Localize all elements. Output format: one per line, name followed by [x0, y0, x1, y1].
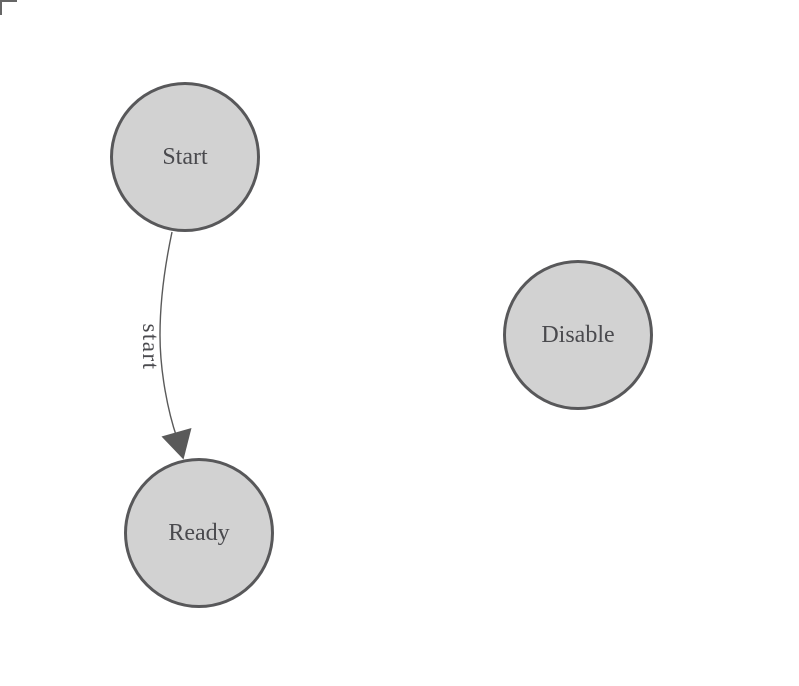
arrowhead-icon [161, 428, 192, 460]
state-node-ready-label: Ready [168, 520, 230, 546]
state-node-ready[interactable]: Ready [124, 458, 274, 608]
state-node-disable[interactable]: Disable [503, 260, 653, 410]
state-node-disable-label: Disable [541, 322, 615, 348]
transition-edge-start-to-ready[interactable] [159, 231, 178, 439]
transition-edge-label[interactable]: start [138, 323, 163, 371]
state-node-start[interactable]: Start [110, 82, 260, 232]
origin-corner-mark [0, 0, 17, 15]
state-node-start-label: Start [162, 144, 208, 170]
